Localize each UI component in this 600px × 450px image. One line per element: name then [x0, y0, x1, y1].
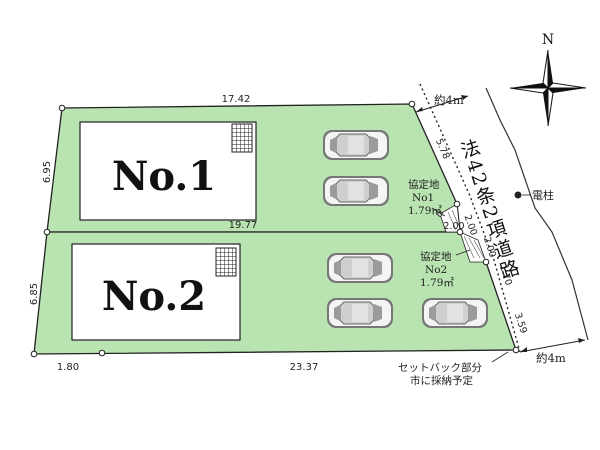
north-label: N: [542, 32, 554, 48]
dim-top: 17.42: [222, 94, 251, 105]
dim-left-lot1: 6.95: [42, 161, 53, 183]
road-width-bottom: 約4m: [536, 351, 566, 365]
lot-2-building: [71, 243, 241, 341]
car-lot2-a: [326, 252, 394, 284]
car-lot1-b: [322, 175, 390, 207]
lot-2-stair-grid: [215, 247, 237, 277]
survey-point: [482, 258, 490, 266]
utility-pole-label: 電柱: [532, 188, 554, 202]
survey-point: [43, 228, 51, 236]
dim-2-00-b: 2.00: [443, 221, 464, 232]
svg-text:No1: No1: [412, 192, 434, 204]
setback-note-2: 市に採納予定: [410, 374, 473, 387]
agreement-label-1: 協定地 No1 1.79㎡: [408, 178, 442, 217]
road-width-arrow-top: [415, 95, 469, 113]
svg-text:No2: No2: [425, 264, 447, 276]
leader-line: [491, 351, 509, 363]
survey-point: [58, 104, 66, 112]
dim-bottom: 23.37: [290, 362, 319, 373]
lot-1-building: [79, 121, 257, 221]
svg-text:協定地: 協定地: [420, 250, 452, 263]
leader-line: [431, 207, 446, 217]
leader-line: [455, 249, 471, 256]
survey-point: [512, 346, 520, 354]
survey-point: [456, 228, 464, 236]
survey-point: [98, 349, 106, 357]
lot-1-stair-grid: [231, 123, 253, 153]
utility-pole-icon: [514, 191, 522, 199]
survey-point: [408, 100, 416, 108]
survey-point: [453, 200, 461, 208]
setback-line: [419, 83, 521, 353]
north-arrow-icon: [509, 49, 587, 127]
svg-text:協定地: 協定地: [408, 178, 440, 191]
road-width-top: 約4m: [434, 93, 464, 107]
car-lot2-c: [421, 297, 489, 329]
agreement-label-2: 協定地 No2 1.79㎡: [420, 250, 454, 289]
dim-mid: 19.77: [229, 220, 258, 231]
dim-left-lot2: 6.85: [29, 283, 40, 305]
svg-text:1.79㎡: 1.79㎡: [408, 205, 442, 217]
road-width-arrow-bottom: [519, 339, 586, 353]
lot-1-title: No.1: [112, 153, 216, 200]
road-edge-east: [485, 87, 589, 341]
setback-note-1: セットバック部分: [398, 361, 482, 374]
car-lot2-b: [326, 297, 394, 329]
car-lot1-a: [322, 129, 390, 161]
survey-point: [30, 350, 38, 358]
lot-2-title: No.2: [102, 273, 206, 320]
svg-text:1.79㎡: 1.79㎡: [420, 277, 454, 289]
dim-bottom-left: 1.80: [57, 362, 79, 373]
